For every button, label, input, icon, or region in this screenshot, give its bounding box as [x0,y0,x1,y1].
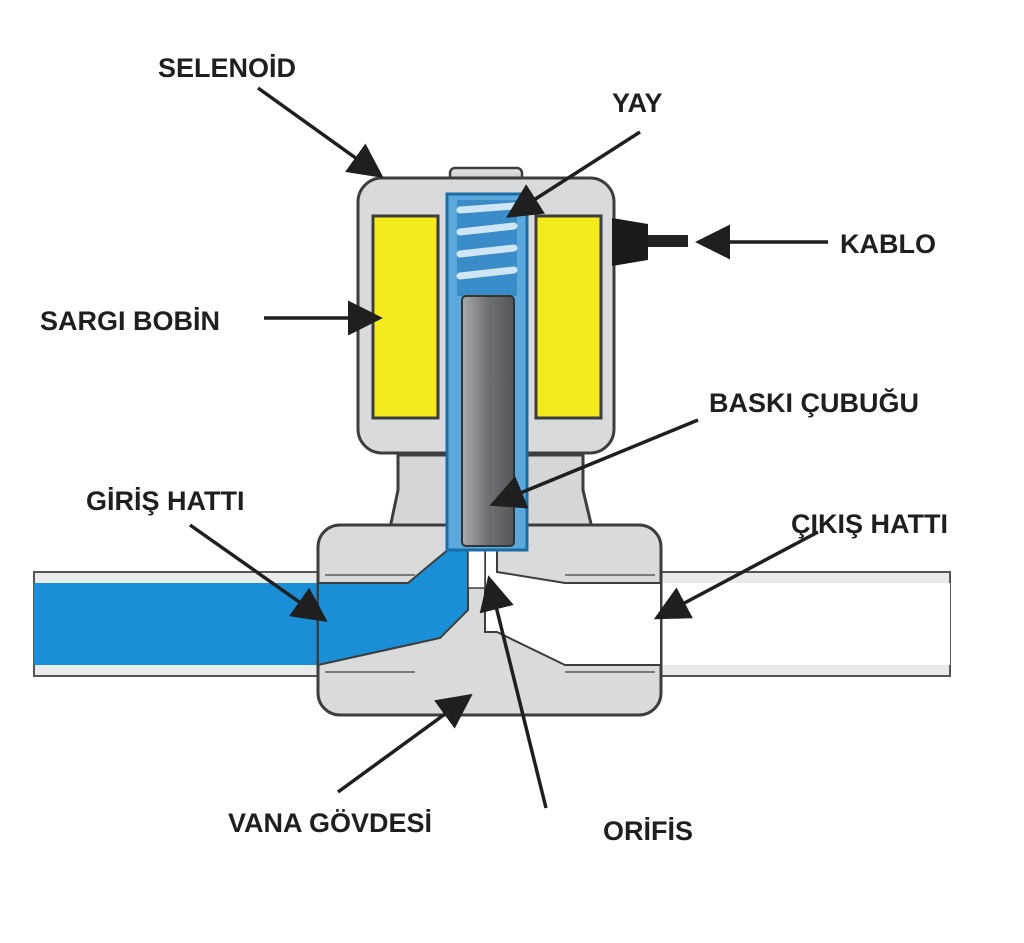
label-cikis-hatti: ÇIKIŞ HATTI [791,509,948,539]
label-sargi-bobin: SARGI BOBİN [40,306,220,336]
thread-right [565,574,655,673]
arrow-orifis [479,575,548,809]
arrow-selenoid [256,86,384,179]
label-baski-cubugu: BASKI ÇUBUĞU [709,387,919,418]
plunger-rod [461,295,515,547]
coil-left [371,214,440,420]
arrow-baski-cubugu [489,418,699,509]
outlet-passage [484,547,662,666]
coil-right [534,214,603,420]
label-selenoid: SELENOİD [158,53,296,83]
label-giris-hatti: GİRİŞ HATTI [86,486,245,516]
cable-connector [612,218,688,266]
label-orifis: ORİFİS [603,816,693,846]
label-yay: YAY [612,88,663,118]
arrow-vana-govdesi [336,693,473,794]
arrow-giris-hatti [188,523,328,623]
orifice [467,547,486,589]
arrow-cikis-hatti [653,530,819,620]
spring [456,200,518,296]
label-vana-govdesi: VANA GÖVDESİ [228,808,432,838]
thread-left [325,574,415,673]
arrow-yay [506,130,641,218]
label-kablo: KABLO [840,229,936,259]
